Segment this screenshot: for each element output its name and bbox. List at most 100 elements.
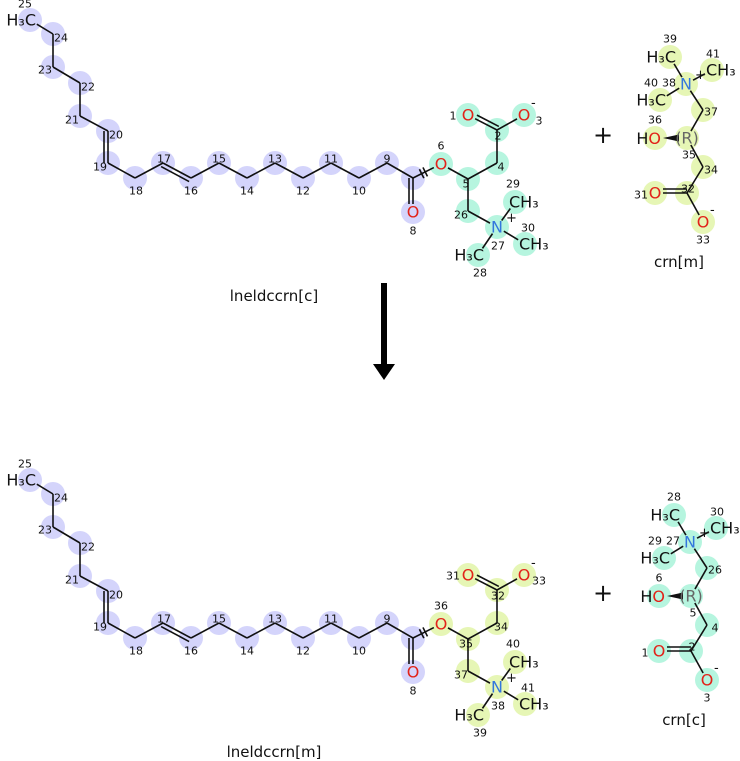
atom-number: 29 — [648, 535, 662, 548]
atom-number: 17 — [157, 153, 171, 166]
atom-highlight — [401, 200, 425, 224]
atom-number: 38 — [491, 700, 505, 713]
atom-label: O — [653, 642, 666, 661]
atom-highlight — [485, 215, 509, 239]
atom-number: 28 — [667, 491, 681, 504]
bond — [496, 578, 518, 591]
atom-number: 20 — [109, 589, 123, 602]
bond — [694, 567, 708, 590]
atom-label: O — [435, 155, 448, 174]
bond — [467, 210, 491, 224]
atom-number: 41 — [706, 48, 720, 61]
atom-number: 17 — [157, 613, 171, 626]
bond — [503, 230, 519, 241]
atom-highlight — [678, 530, 702, 554]
bond — [274, 622, 304, 639]
plus-sign-bottom: + — [593, 579, 613, 607]
bond — [107, 162, 136, 179]
atom-number: 1 — [450, 110, 457, 123]
atom-number: 39 — [473, 727, 487, 740]
atom-number: 21 — [65, 114, 79, 127]
atom-label: HO — [636, 129, 661, 148]
bond — [386, 622, 414, 639]
atom-number: 9 — [384, 153, 391, 166]
bond — [190, 622, 220, 639]
bond — [358, 622, 388, 639]
molecule-lneldccrn-c: H₃C252423222120191817161514131211109O8O6… — [6, 0, 548, 280]
atom-number: 16 — [184, 185, 198, 198]
atom-number: 27 — [491, 240, 505, 253]
atom-number: 25 — [18, 458, 32, 471]
atom-label: O — [407, 203, 420, 222]
atom-highlight — [18, 8, 42, 32]
atom-number: 16 — [184, 645, 198, 658]
atom-number: 37 — [704, 106, 718, 119]
atom-number: 14 — [240, 645, 254, 658]
plus-sign-top: + — [593, 121, 613, 149]
atom-number: 24 — [54, 492, 68, 505]
atom-number: 25 — [18, 0, 32, 11]
atom-highlight — [662, 503, 686, 527]
bond — [503, 690, 519, 701]
atom-number: 18 — [129, 185, 143, 198]
atom-highlight — [691, 210, 715, 234]
atom-number: 18 — [129, 645, 143, 658]
bond — [162, 162, 192, 179]
atom-highlight — [513, 232, 537, 256]
atom-number: 14 — [240, 185, 254, 198]
charge-label: - — [531, 96, 536, 111]
atom-highlight — [695, 668, 719, 692]
atom-number: 6 — [656, 572, 663, 585]
bond — [690, 624, 708, 652]
bond — [386, 162, 414, 179]
bond — [107, 622, 136, 639]
bond — [467, 162, 498, 180]
atom-number: 3 — [536, 115, 543, 128]
atom-highlight — [675, 126, 699, 150]
bond — [694, 602, 708, 626]
atom-label: H₃C — [640, 549, 670, 568]
bond — [218, 622, 248, 639]
atom-number: 32 — [681, 183, 695, 196]
bond — [467, 670, 491, 684]
bond — [696, 531, 710, 539]
bond — [302, 162, 332, 179]
atom-number: 24 — [54, 32, 68, 45]
atom-highlight — [674, 72, 698, 96]
atom-highlight — [700, 58, 724, 82]
atom-number: 10 — [352, 645, 366, 658]
atom-label: CH₃ — [519, 695, 549, 714]
atom-number: 13 — [268, 613, 282, 626]
atom-label: H₃C — [6, 11, 36, 30]
atom-number: 10 — [352, 185, 366, 198]
bond — [52, 66, 81, 84]
bond — [501, 208, 511, 221]
atom-number: 37 — [454, 669, 468, 682]
atom-number: 32 — [491, 590, 505, 603]
atom-number: 12 — [296, 645, 310, 658]
bond — [79, 575, 109, 592]
charge-label: + — [506, 211, 517, 226]
bond — [474, 577, 498, 591]
atom-number: 5 — [463, 178, 470, 191]
atom-number: 15 — [212, 153, 226, 166]
atom-highlight — [648, 88, 672, 112]
bond — [501, 668, 511, 681]
molecule-name-lneldccrn-c: lneldccrn[c] — [230, 287, 318, 305]
molecule-lneldccrn-m: H₃C252423222120191817161514131211109O8O3… — [6, 458, 548, 740]
atom-number: 29 — [506, 178, 520, 191]
bond — [36, 483, 54, 495]
atom-highlight — [503, 190, 527, 214]
bond — [677, 521, 687, 536]
bond — [330, 162, 360, 179]
atom-highlight — [18, 468, 42, 492]
atom-label: N — [684, 533, 696, 552]
atom-label: N — [680, 75, 692, 94]
atom-number: 9 — [384, 613, 391, 626]
atom-number: 22 — [81, 541, 95, 554]
charge-label: - — [714, 661, 719, 676]
atom-number: 8 — [410, 685, 417, 698]
atom-number: 2 — [495, 130, 502, 143]
bond — [447, 627, 469, 640]
bond — [246, 162, 276, 179]
